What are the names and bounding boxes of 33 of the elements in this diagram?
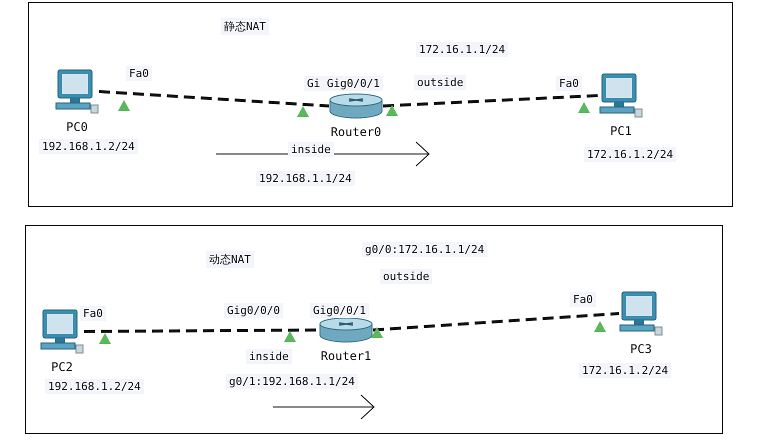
panel-frame	[25, 225, 723, 434]
interface-label: g0/0:172.16.1.1/24	[362, 242, 488, 257]
interface-label: inside	[246, 349, 292, 364]
device-name: Router1	[320, 349, 372, 363]
device-name: Router0	[330, 125, 382, 139]
connection-line	[382, 94, 600, 108]
interface-label: inside	[288, 142, 334, 157]
interface-label: g0/1:192.168.1.1/24	[226, 374, 358, 389]
device-name: PC2	[51, 360, 73, 374]
interface-label: Gig0/0/1	[310, 303, 369, 318]
interface-label: Fa0	[556, 76, 582, 91]
interface-label: 172.16.1.1/24	[416, 42, 508, 57]
interface-label: Gig0/0/0	[224, 303, 283, 318]
interface-label: Fa0	[80, 306, 106, 321]
panel-frame	[28, 2, 733, 207]
ip-address-label: 192.168.1.2/24	[39, 139, 138, 154]
panel-title: 静态NAT	[221, 18, 269, 35]
ip-address-label: 192.168.1.2/24	[45, 379, 144, 394]
ip-address-label: 172.16.1.2/24	[579, 363, 672, 378]
interface-label: outside	[414, 75, 466, 90]
interface-label: Gi Gig0/0/1	[304, 76, 383, 91]
interface-label: Fa0	[570, 292, 596, 307]
connection-line	[98, 90, 330, 108]
interface-label: outside	[380, 269, 432, 284]
interface-label: 192.168.1.1/24	[256, 171, 355, 186]
connection-line	[84, 328, 319, 333]
interface-label: Fa0	[126, 66, 152, 81]
ip-address-label: 172.16.1.2/24	[584, 147, 676, 162]
device-name: PC3	[630, 342, 652, 356]
connection-line	[372, 312, 620, 332]
device-name: PC1	[610, 124, 632, 138]
panel-title: 动态NAT	[206, 251, 254, 268]
device-name: PC0	[66, 120, 88, 134]
